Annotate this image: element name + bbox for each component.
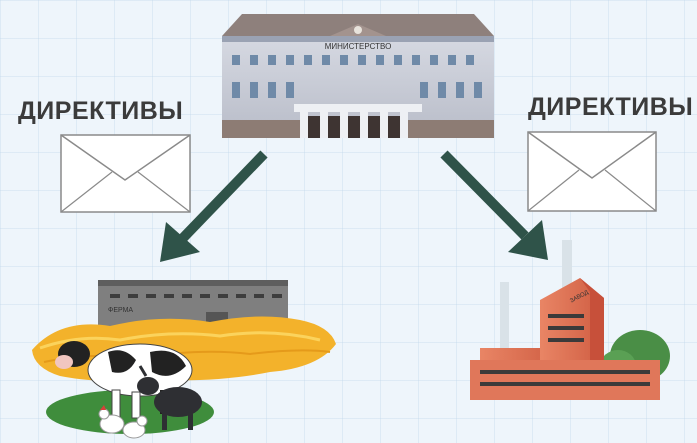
- factory-scene: ЗАВОД: [470, 240, 670, 400]
- envelope-icon-left: [60, 134, 191, 213]
- ministry-building: МИНИСТЕРСТВО: [222, 14, 494, 138]
- directives-label-right: ДИРЕКТИВЫ: [528, 93, 694, 121]
- envelope-icon-right: [527, 131, 657, 212]
- arrow-icon-to-farm: [160, 150, 268, 262]
- arrow-icon-to-factory: [440, 150, 548, 260]
- directives-label-left: ДИРЕКТИВЫ: [18, 97, 184, 125]
- farm-scene: ФЕРМА: [32, 280, 336, 439]
- ministry-sign: МИНИСТЕРСТВО: [325, 42, 392, 51]
- farm-sign: ФЕРМА: [108, 307, 133, 314]
